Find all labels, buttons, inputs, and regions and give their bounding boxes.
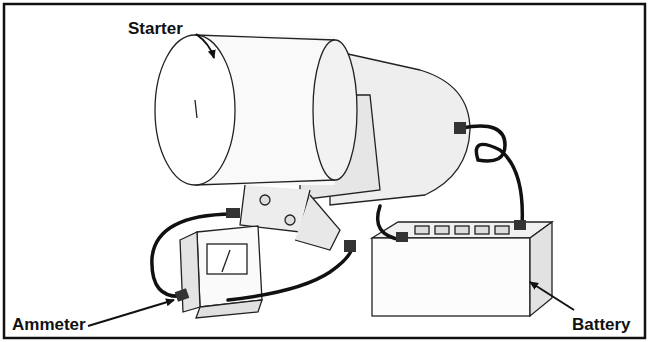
leader-arrows [88, 34, 574, 326]
ammeter [180, 226, 262, 318]
frame [4, 4, 645, 338]
part-label: Ammeter [12, 316, 86, 333]
part-label: Starter [128, 20, 183, 37]
battery [372, 222, 552, 316]
part-label: Battery [572, 316, 631, 333]
test-cables [152, 126, 522, 300]
cable-clamps [175, 122, 526, 302]
